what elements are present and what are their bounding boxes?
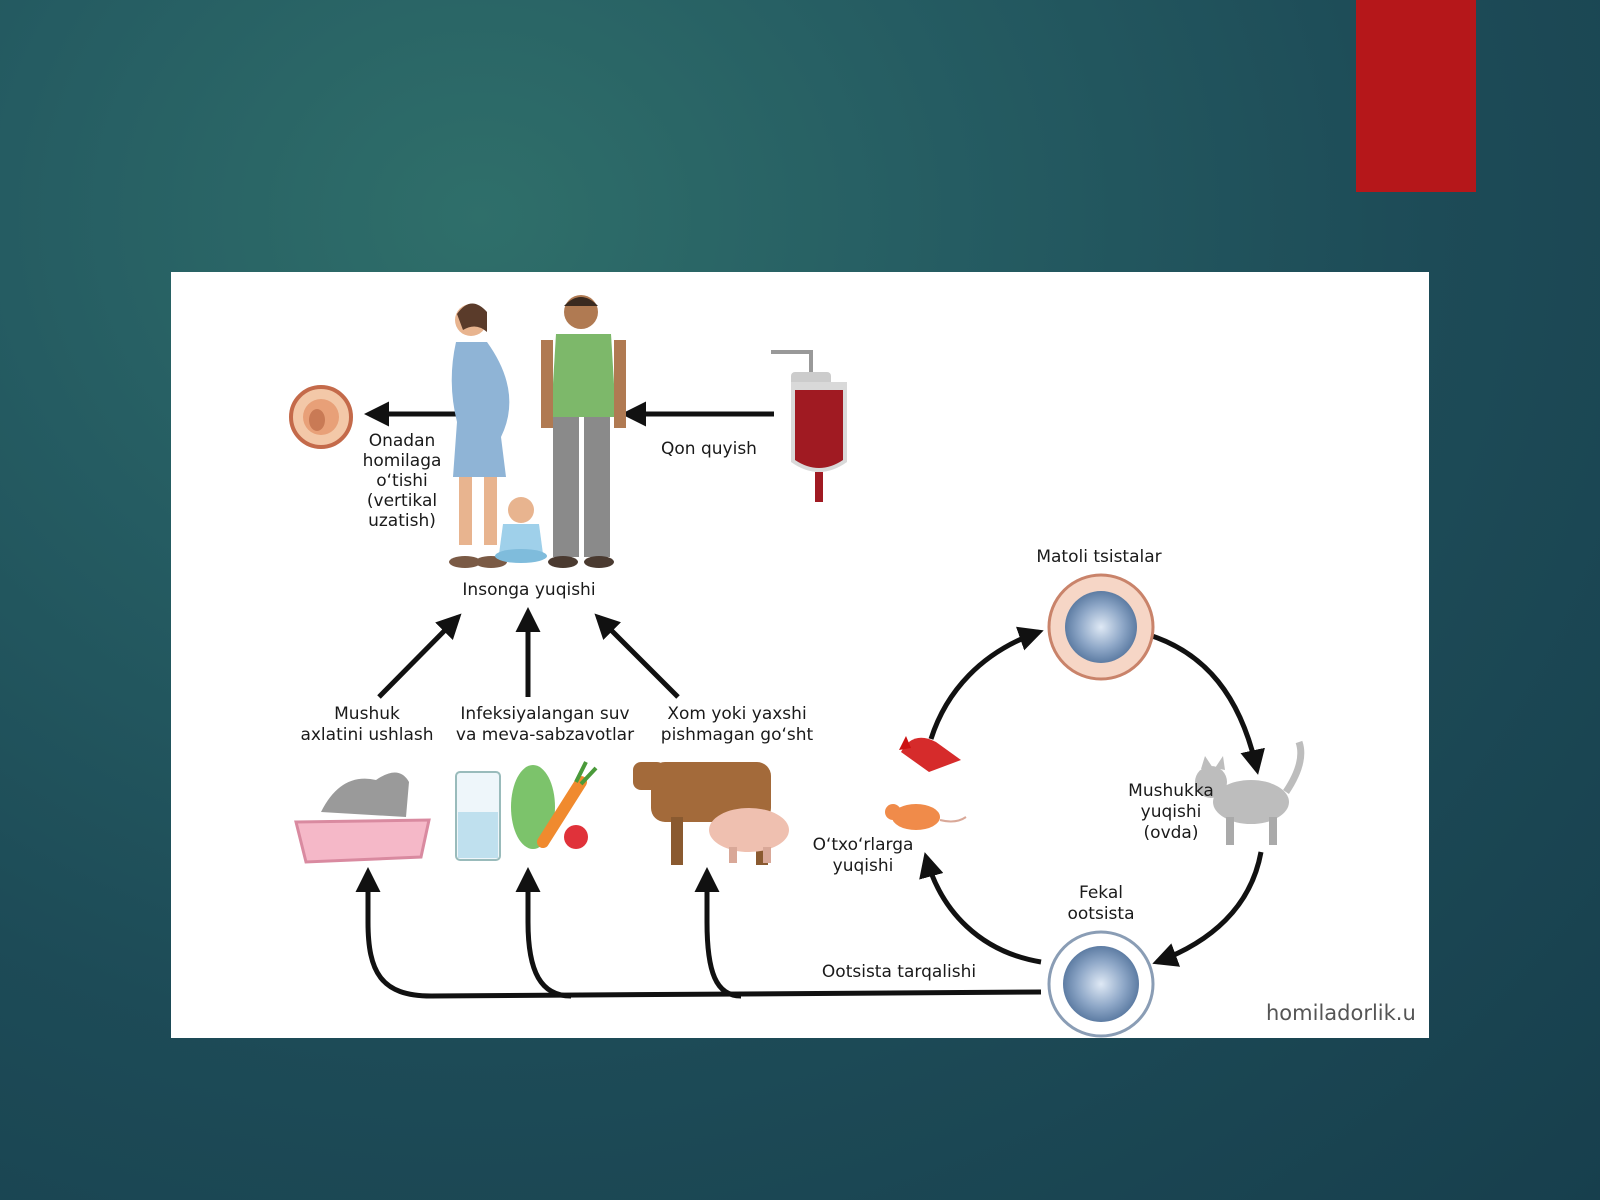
- label-fecal-1: Fekal: [1079, 883, 1123, 903]
- arrow-herbivores-to-cyst: [928, 626, 1044, 740]
- arrow-cat-to-oocyst: [1152, 851, 1264, 967]
- accent-bar: [1356, 0, 1476, 192]
- arrow-cat-litter-to-human: [377, 613, 462, 699]
- arrows: [355, 401, 1265, 999]
- arrow-oocyst-to-herbivores: [919, 852, 1042, 965]
- label-herbivore-1: O‘txo‘rlarga: [813, 835, 914, 855]
- label-vertical-5: uzatish): [368, 511, 436, 531]
- label-oocyst-spread: Ootsista tarqalishi: [822, 962, 976, 982]
- arrow-meat-to-human: [594, 613, 680, 699]
- cat-litter-box-icon: [294, 772, 431, 864]
- label-meat-1: Xom yoki yaxshi: [667, 704, 806, 724]
- label-cat-infection-3: (ovda): [1144, 823, 1199, 843]
- fecal-oocyst-icon: [1047, 930, 1155, 1038]
- label-cat-litter-1: Mushuk: [334, 704, 400, 724]
- arrow-cyst-to-cat: [1145, 631, 1265, 775]
- arrow-oocyst-to-litter: [355, 867, 1042, 999]
- label-cat-litter-2: axlatini ushlash: [300, 725, 433, 745]
- label-cat-infection-1: Mushukka: [1128, 781, 1214, 801]
- arrow-oocyst-to-water: [515, 867, 572, 999]
- label-transfusion: Qon quyish: [661, 439, 757, 459]
- watermark: homiladorlik.u: [1266, 1001, 1416, 1025]
- water-vegetables-icon: [455, 761, 598, 861]
- label-fecal-2: ootsista: [1068, 904, 1135, 924]
- label-vertical-2: homilaga: [363, 451, 442, 471]
- tissue-cyst-icon: [1047, 573, 1155, 681]
- man-icon: [541, 295, 626, 568]
- cow-pig-icon: [633, 762, 789, 865]
- pregnant-woman-icon: [449, 303, 510, 568]
- fetus-icon: [289, 385, 353, 449]
- label-water-2: va meva-sabzavotlar: [456, 725, 634, 745]
- label-meat-2: pishmagan go‘sht: [661, 725, 814, 745]
- label-cat-infection-2: yuqishi: [1141, 802, 1202, 822]
- label-tissue-cysts: Matoli tsistalar: [1036, 547, 1161, 567]
- arrow-oocyst-to-meat: [694, 867, 742, 999]
- blood-bag-icon: [771, 350, 847, 502]
- label-vertical-4: (vertikal: [367, 491, 437, 511]
- bird-mouse-icon: [885, 736, 967, 830]
- diagram-panel: Onadan homilaga o‘tishi (vertikal uzatis…: [171, 272, 1429, 1038]
- toxoplasmosis-cycle-diagram: Onadan homilaga o‘tishi (vertikal uzatis…: [289, 295, 1416, 1038]
- label-herbivore-2: yuqishi: [833, 856, 894, 876]
- baby-icon: [495, 497, 547, 563]
- label-vertical-3: o‘tishi: [376, 471, 428, 491]
- label-human-infection: Insonga yuqishi: [462, 580, 595, 600]
- label-water-1: Infeksiyalangan suv: [460, 704, 629, 724]
- cat-icon: [1195, 740, 1305, 845]
- label-vertical-1: Onadan: [369, 431, 436, 451]
